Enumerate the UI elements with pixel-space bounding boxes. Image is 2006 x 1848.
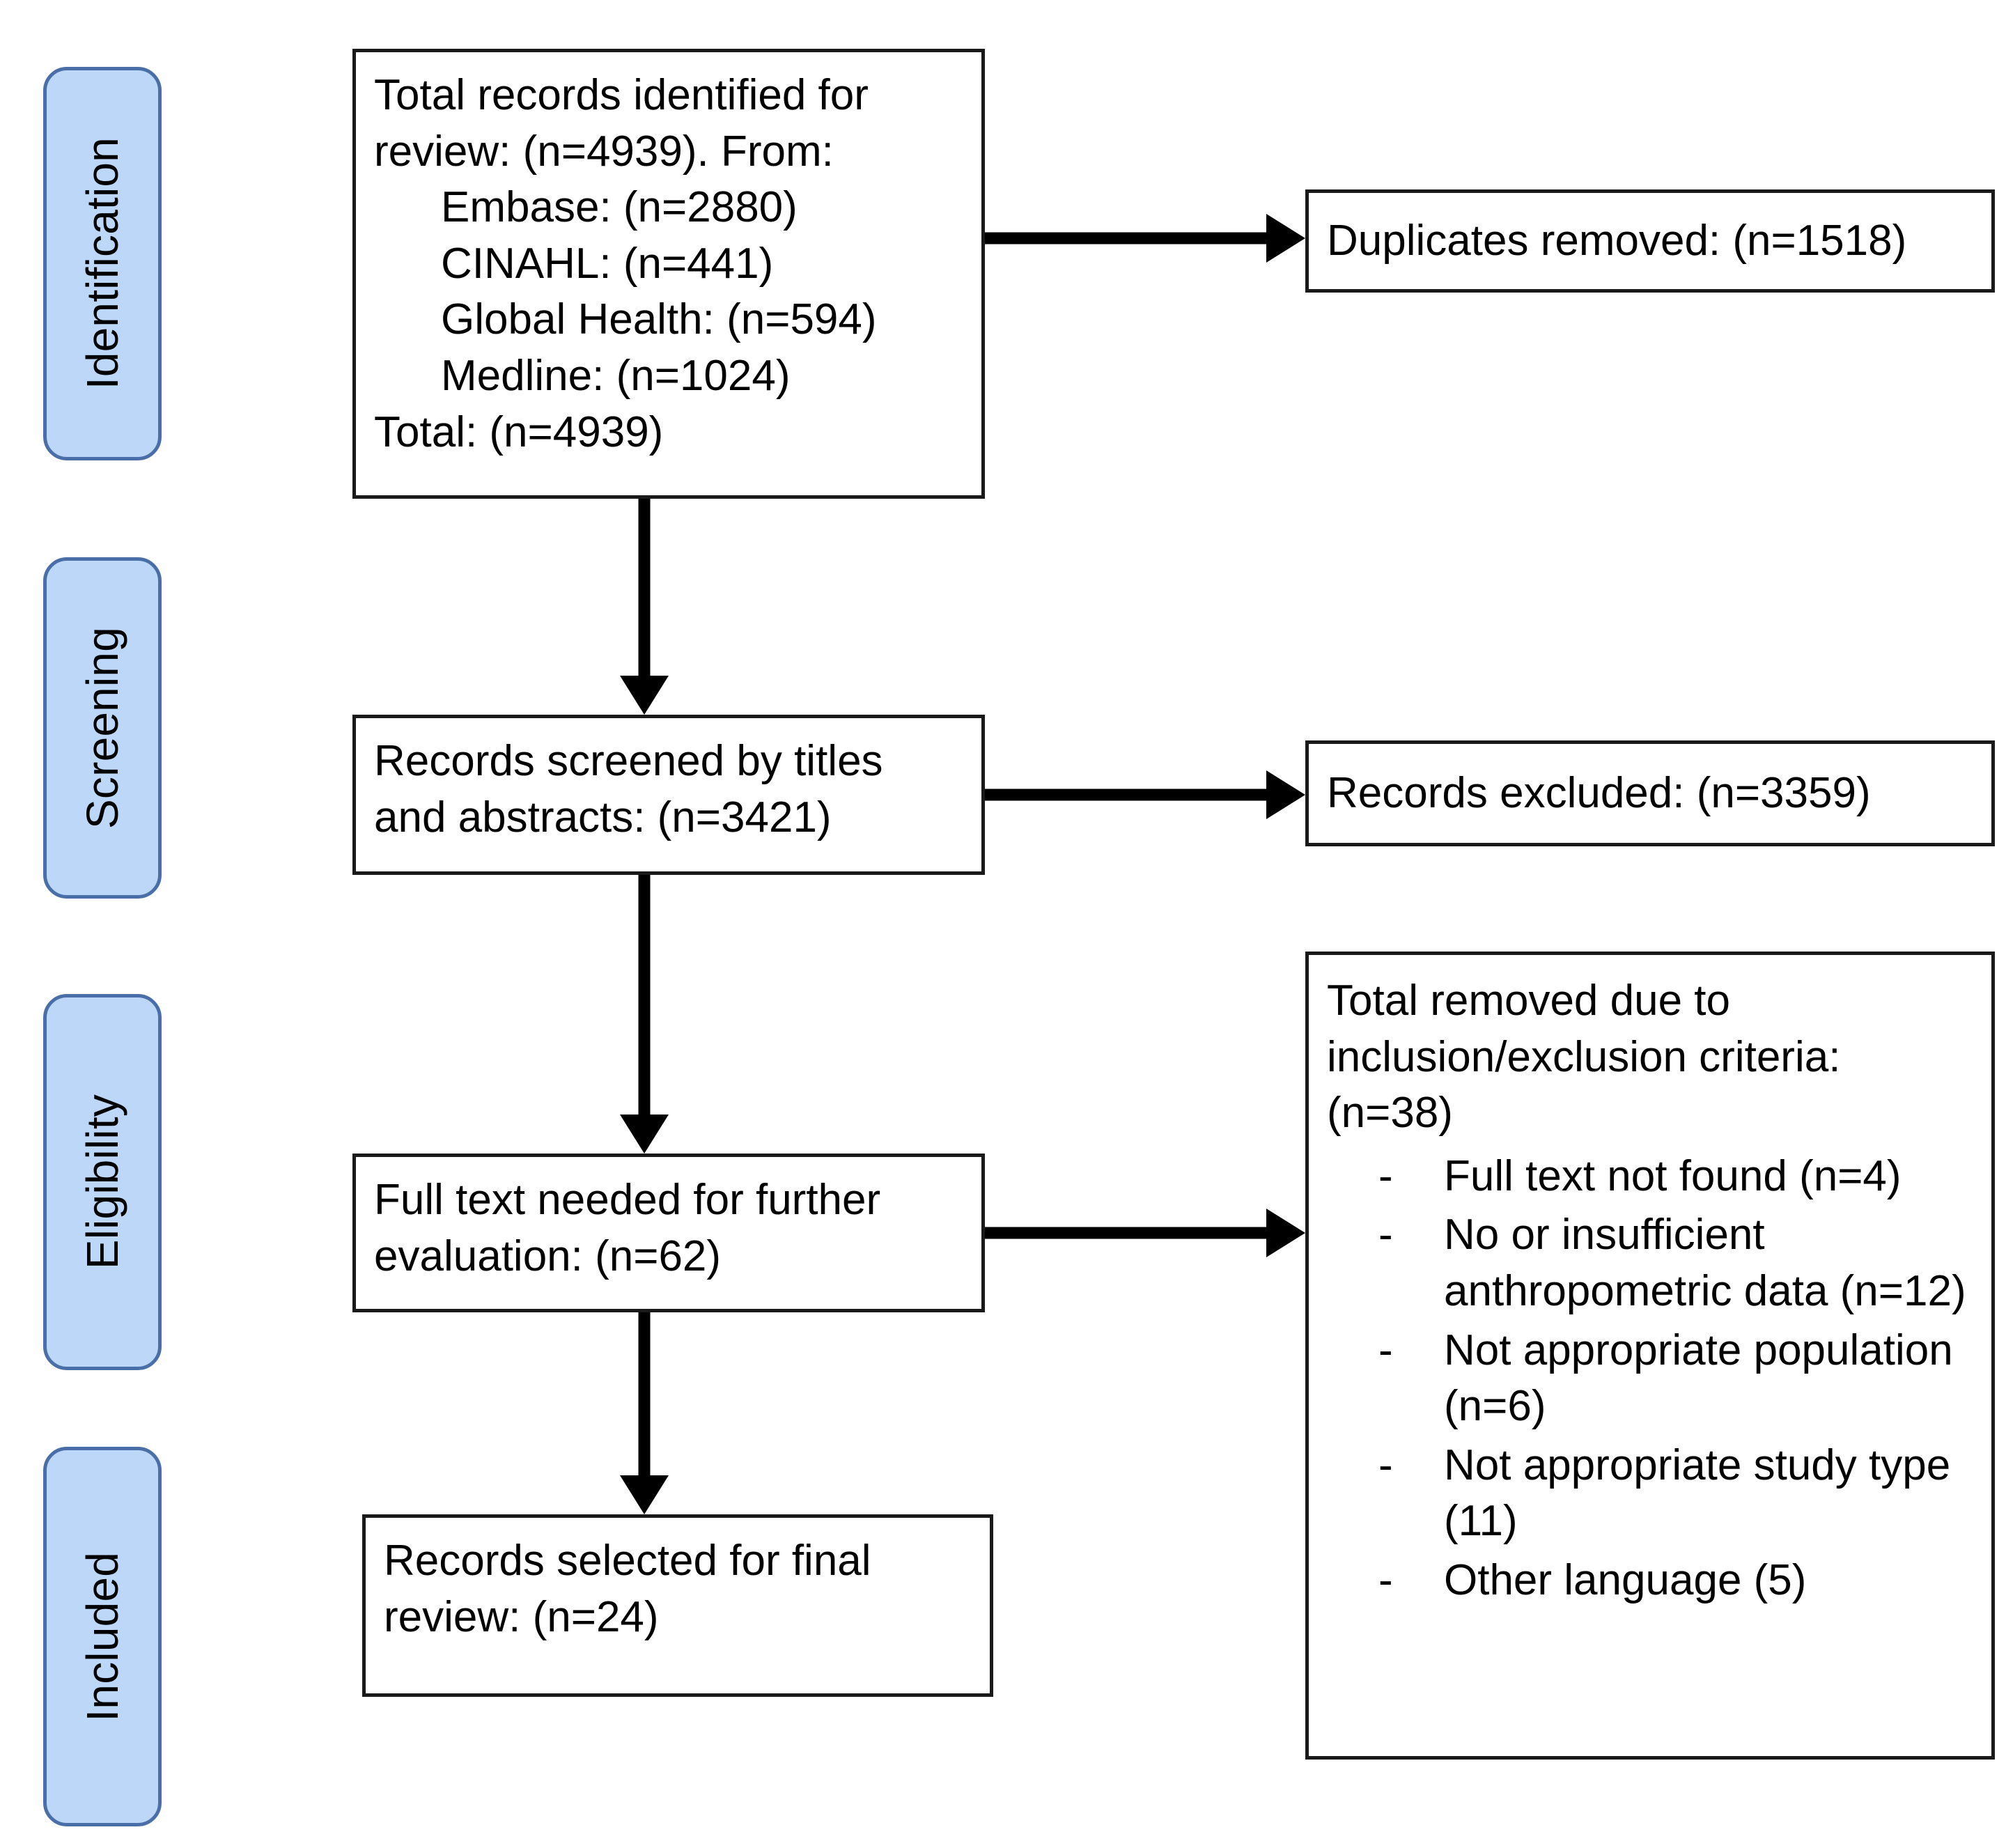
box-total-records-sources: Embase: (n=2880) CINAHL: (n=441) Global … — [441, 183, 877, 400]
stage-pill-identification: Identification — [43, 67, 162, 460]
box-criteria-removed-heading: Total removed due to inclusion/exclusion… — [1327, 977, 1841, 1137]
arrow-eligibility-to-criteria-removed — [985, 1208, 1305, 1258]
box-duplicates-removed: Duplicates removed: (n=1518) — [1305, 189, 1995, 293]
bullet-dash-icon: - — [1378, 1555, 1393, 1604]
list-item-label: Full text not found (n=4) — [1444, 1151, 1902, 1200]
stage-label-identification: Identification — [77, 137, 127, 390]
box-total-records-heading: Total records identified for review: (n=… — [374, 71, 869, 176]
criteria-removed-bullet-list: - Full text not found (n=4) - No or insu… — [1327, 1149, 1973, 1609]
box-criteria-removed: Total removed due to inclusion/exclusion… — [1305, 952, 1995, 1760]
stage-label-screening: Screening — [77, 627, 127, 829]
box-records-excluded: Records excluded: (n=3359) — [1305, 740, 1995, 846]
box-duplicates-removed-text: Duplicates removed: (n=1518) — [1327, 216, 1907, 265]
stage-label-included: Included — [77, 1551, 127, 1722]
list-item: - Full text not found (n=4) — [1327, 1149, 1973, 1205]
list-item-label: Not appropriate study type (11) — [1444, 1441, 1951, 1546]
box-records-final-review: Records selected for final review: (n=24… — [362, 1514, 993, 1697]
list-item: - Not appropriate study type (11) — [1327, 1438, 1973, 1550]
box-records-excluded-text: Records excluded: (n=3359) — [1327, 768, 1871, 817]
list-item: - Not appropriate population (n=6) — [1327, 1323, 1973, 1435]
bullet-dash-icon: - — [1378, 1326, 1393, 1374]
stage-pill-included: Included — [43, 1447, 162, 1826]
box-total-records-total: Total: (n=4939) — [374, 407, 664, 456]
list-item-label: Not appropriate population (n=6) — [1444, 1326, 1953, 1431]
arrow-screening-to-excluded — [985, 770, 1305, 820]
stage-pill-eligibility: Eligibility — [43, 994, 162, 1370]
bullet-dash-icon: - — [1378, 1151, 1393, 1200]
list-item-label: No or insufficient anthropometric data (… — [1444, 1211, 1966, 1315]
box-records-final-review-text: Records selected for final review: (n=24… — [384, 1537, 871, 1641]
box-records-screened-text: Records screened by titles and abstracts… — [374, 737, 883, 841]
arrow-identification-to-duplicates — [985, 213, 1305, 263]
arrow-eligibility-to-included — [619, 1312, 669, 1514]
box-records-screened: Records screened by titles and abstracts… — [352, 715, 985, 875]
arrow-identification-to-screening — [619, 499, 669, 715]
arrow-screening-to-eligibility — [619, 875, 669, 1154]
box-total-records-identified: Total records identified for review: (n=… — [352, 49, 985, 499]
bullet-dash-icon: - — [1378, 1211, 1393, 1259]
box-full-text-needed-text: Full text needed for further evaluation:… — [374, 1176, 881, 1280]
list-item: - Other language (5) — [1327, 1553, 1973, 1609]
stage-label-eligibility: Eligibility — [77, 1094, 127, 1270]
box-full-text-needed: Full text needed for further evaluation:… — [352, 1154, 985, 1312]
bullet-dash-icon: - — [1378, 1441, 1393, 1489]
stage-pill-screening: Screening — [43, 557, 162, 899]
list-item: - No or insufficient anthropometric data… — [1327, 1207, 1973, 1319]
list-item-label: Other language (5) — [1444, 1555, 1807, 1604]
